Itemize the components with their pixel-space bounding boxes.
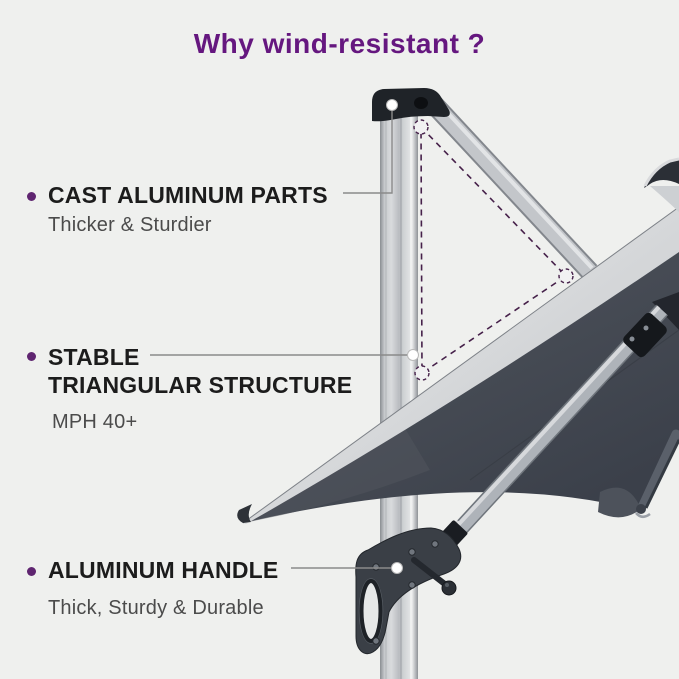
page-title: Why wind-resistant ? xyxy=(193,28,486,59)
feature-heading-line1: STABLE xyxy=(48,344,140,370)
callouts xyxy=(150,108,407,569)
bullet-icon xyxy=(27,192,36,201)
feature-heading-aluminum-handle: ALUMINUM HANDLE xyxy=(48,557,279,583)
support-arm xyxy=(420,91,598,279)
callout-line-cast-aluminum xyxy=(343,108,393,194)
feature-heading-line2: TRIANGULAR STRUCTURE xyxy=(48,372,353,398)
feature-sub-stable-structure: MPH 40+ xyxy=(52,411,138,433)
feature-heading-cast-aluminum: CAST ALUMINUM PARTS xyxy=(48,182,328,208)
crank-handle xyxy=(411,557,457,596)
screws xyxy=(372,540,439,645)
vent-flap xyxy=(644,159,679,188)
anchor-dot-icon xyxy=(407,349,419,361)
feature-sub-cast-aluminum: Thicker & Sturdier xyxy=(48,214,212,236)
triangle-highlight xyxy=(413,119,574,381)
callout-anchor-dots xyxy=(386,99,419,574)
rib-bracket xyxy=(623,312,667,358)
anchor-dot-icon xyxy=(386,99,398,111)
rib-strut xyxy=(436,304,668,552)
handle-assembly xyxy=(355,527,462,655)
bullet-icon xyxy=(27,567,36,576)
feature-heading-stable-structure: STABLE TRIANGULAR STRUCTURE xyxy=(48,343,352,399)
anchor-dot-icon xyxy=(391,562,403,574)
bullet-icon xyxy=(27,352,36,361)
canopy xyxy=(237,157,679,524)
feature-sub-aluminum-handle: Thick, Sturdy & Durable xyxy=(48,597,264,619)
